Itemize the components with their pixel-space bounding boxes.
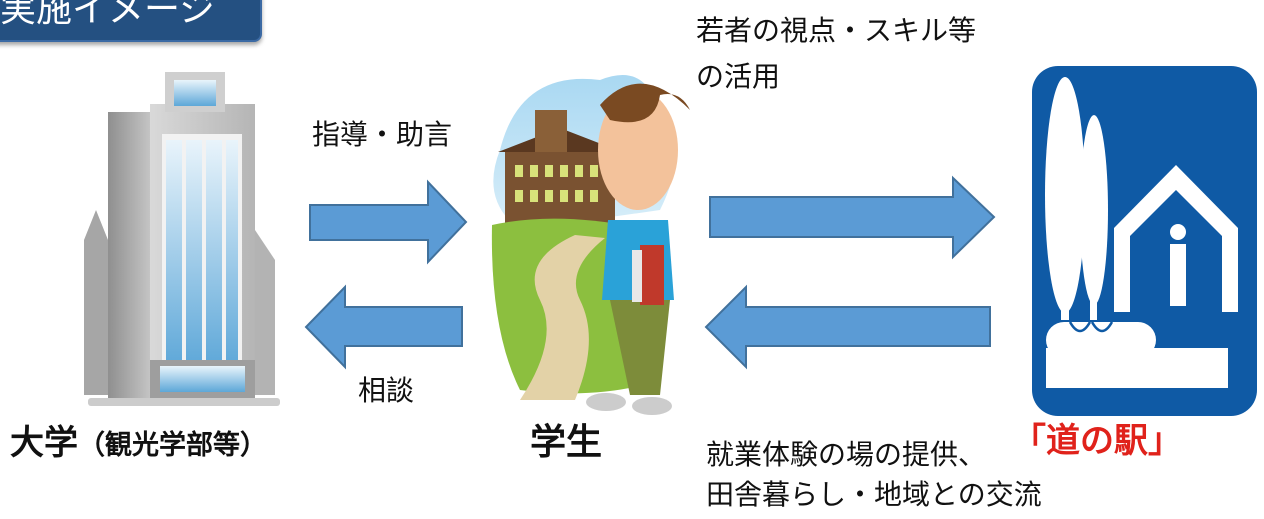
arrow-advice: [309, 179, 468, 265]
arrow-consult: [304, 284, 463, 370]
university-name: 大学: [10, 423, 78, 463]
work-experience-label-line1: 就業体験の場の提供、: [706, 438, 987, 471]
arrow-youth-skills: [709, 175, 996, 260]
university-building-icon: [84, 72, 280, 406]
arrow-work-experience: [704, 284, 991, 370]
work-experience-label-line2: 田舎暮らし・地域との交流: [706, 478, 1042, 511]
university-note: （観光学部等）: [78, 430, 267, 461]
michi-no-eki-sign-icon: [1032, 66, 1257, 416]
youth-skills-label-line2: の活用: [696, 60, 781, 93]
advice-label: 指導・助言: [312, 118, 453, 151]
header-tag: [0, 0, 262, 42]
header-tag-text: 実施イメージ: [0, 0, 216, 30]
consult-label: 相談: [358, 374, 415, 407]
student-label: 学生: [530, 422, 603, 463]
student-illustration-icon: [491, 75, 690, 415]
youth-skills-label-line1: 若者の視点・スキル等: [696, 14, 977, 47]
university-label: 大学（観光学部等）: [10, 422, 267, 467]
michi-no-eki-label: 「道の駅」: [1012, 421, 1182, 461]
